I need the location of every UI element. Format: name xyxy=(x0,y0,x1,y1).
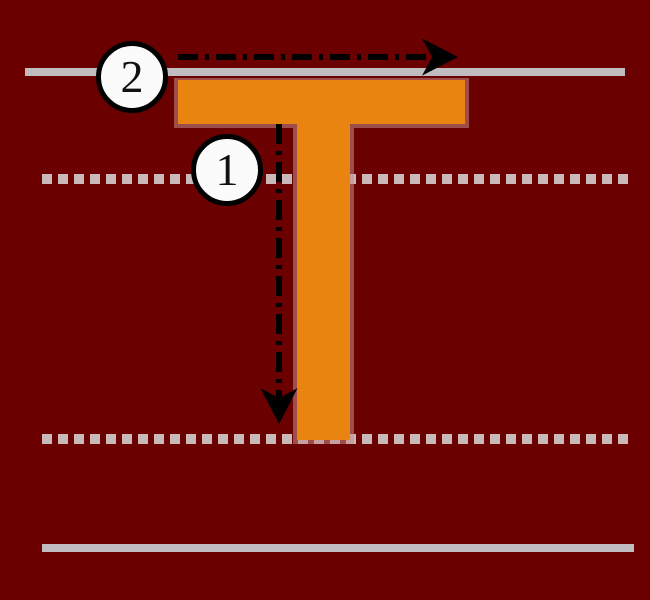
step-marker-2: 2 xyxy=(96,41,168,113)
step-marker-1: 1 xyxy=(191,134,263,206)
midline-guide-line xyxy=(42,174,634,184)
step-marker-1-label: 1 xyxy=(215,144,239,195)
letter-glyph-shape xyxy=(174,78,469,444)
step-marker-2-label: 2 xyxy=(120,51,144,102)
descender-guide-line xyxy=(42,544,634,552)
baseline-guide-line xyxy=(42,434,634,444)
letter-glyph-outline xyxy=(174,78,469,444)
ascender-guide-line xyxy=(25,68,625,76)
